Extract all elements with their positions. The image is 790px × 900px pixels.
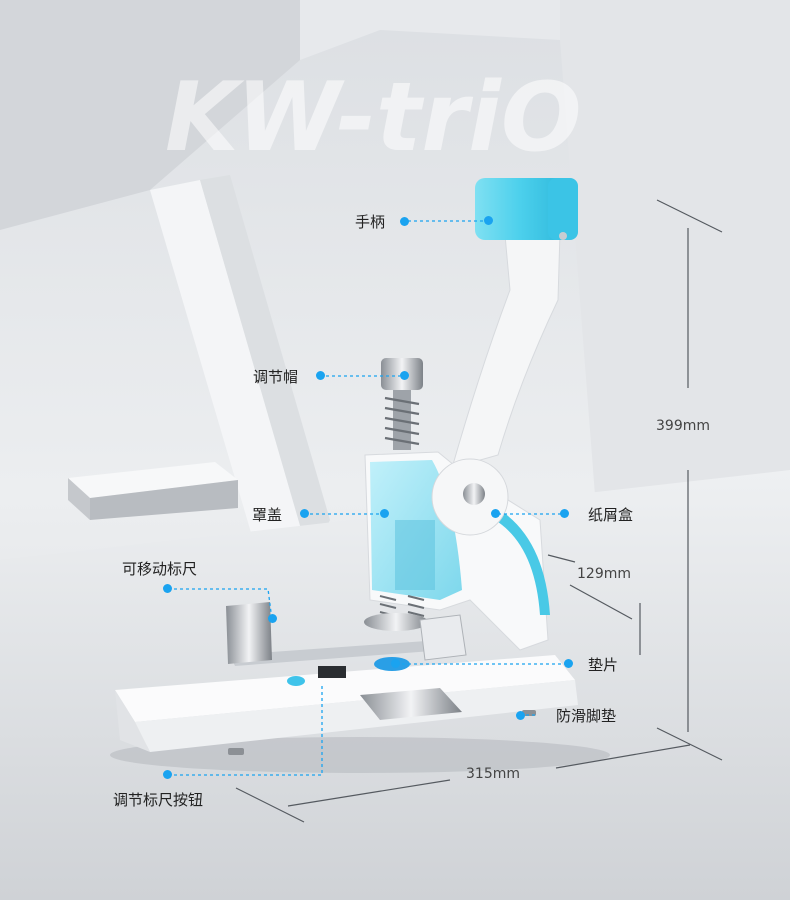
cover-dot <box>300 509 309 518</box>
spring <box>384 396 420 446</box>
ruler-window <box>318 666 346 678</box>
back-wall-right <box>560 0 790 560</box>
ruler-button[interactable] <box>287 676 305 686</box>
dimension-height: 399mm <box>656 418 710 434</box>
body-cyan-edge <box>495 510 550 615</box>
background-shelf-front <box>68 478 90 520</box>
label-ruler-button: 调节标尺按钮 <box>113 791 204 809</box>
ruler-bar <box>230 640 445 666</box>
pad-dot <box>564 659 573 668</box>
label-anti-slip-feet: 防滑脚垫 <box>556 707 617 725</box>
dimension-lines <box>235 199 723 823</box>
wall-panel-left <box>0 0 300 230</box>
wall-panel-top <box>300 0 560 60</box>
ruler-button-dot <box>163 770 172 779</box>
scrap-box-target-dot <box>491 509 500 518</box>
cover-inner-mechanism <box>395 520 435 590</box>
base-top <box>115 655 575 722</box>
handle-grip-end <box>548 178 578 240</box>
anti-slip-feet-dot <box>516 711 525 720</box>
label-pad: 垫片 <box>588 656 619 674</box>
label-movable-ruler: 可移动标尺 <box>122 560 198 578</box>
label-adjust-cap: 调节帽 <box>253 368 299 386</box>
pad-target-dot <box>391 659 400 668</box>
angled-beam-shadow <box>200 175 330 560</box>
base-shadow <box>110 737 610 773</box>
cover-target-dot <box>380 509 389 518</box>
punch-head <box>419 614 467 661</box>
handle-dot <box>400 217 409 226</box>
watermark-logo: KW-triO <box>165 63 582 173</box>
adjust-cap-target-dot <box>400 371 409 380</box>
ruler-stop <box>226 602 272 664</box>
label-scrap-box: 纸屑盒 <box>588 506 634 524</box>
scrap-box-dot <box>560 509 569 518</box>
dimension-width: 315mm <box>466 766 520 782</box>
label-handle: 手柄 <box>355 213 386 231</box>
adjust-cap-dot <box>316 371 325 380</box>
base-front <box>115 690 150 752</box>
front-slider <box>360 688 462 720</box>
label-cover: 罩盖 <box>252 506 283 524</box>
movable-ruler-dot <box>163 584 172 593</box>
movable-ruler-target-dot <box>268 614 277 623</box>
background-shelf-top <box>68 462 238 498</box>
anti-slip-foot-left <box>228 748 244 755</box>
angled-beam <box>150 180 310 580</box>
leader-lines <box>168 220 566 776</box>
punch-plate <box>364 613 428 631</box>
handle-target-dot <box>484 216 493 225</box>
background-shelf-side <box>90 480 238 520</box>
dimension-depth: 129mm <box>577 566 631 582</box>
pivot-bolt <box>463 483 485 505</box>
handle-grip[interactable] <box>475 178 565 240</box>
handle-screw <box>559 232 567 240</box>
base-side <box>135 680 578 752</box>
